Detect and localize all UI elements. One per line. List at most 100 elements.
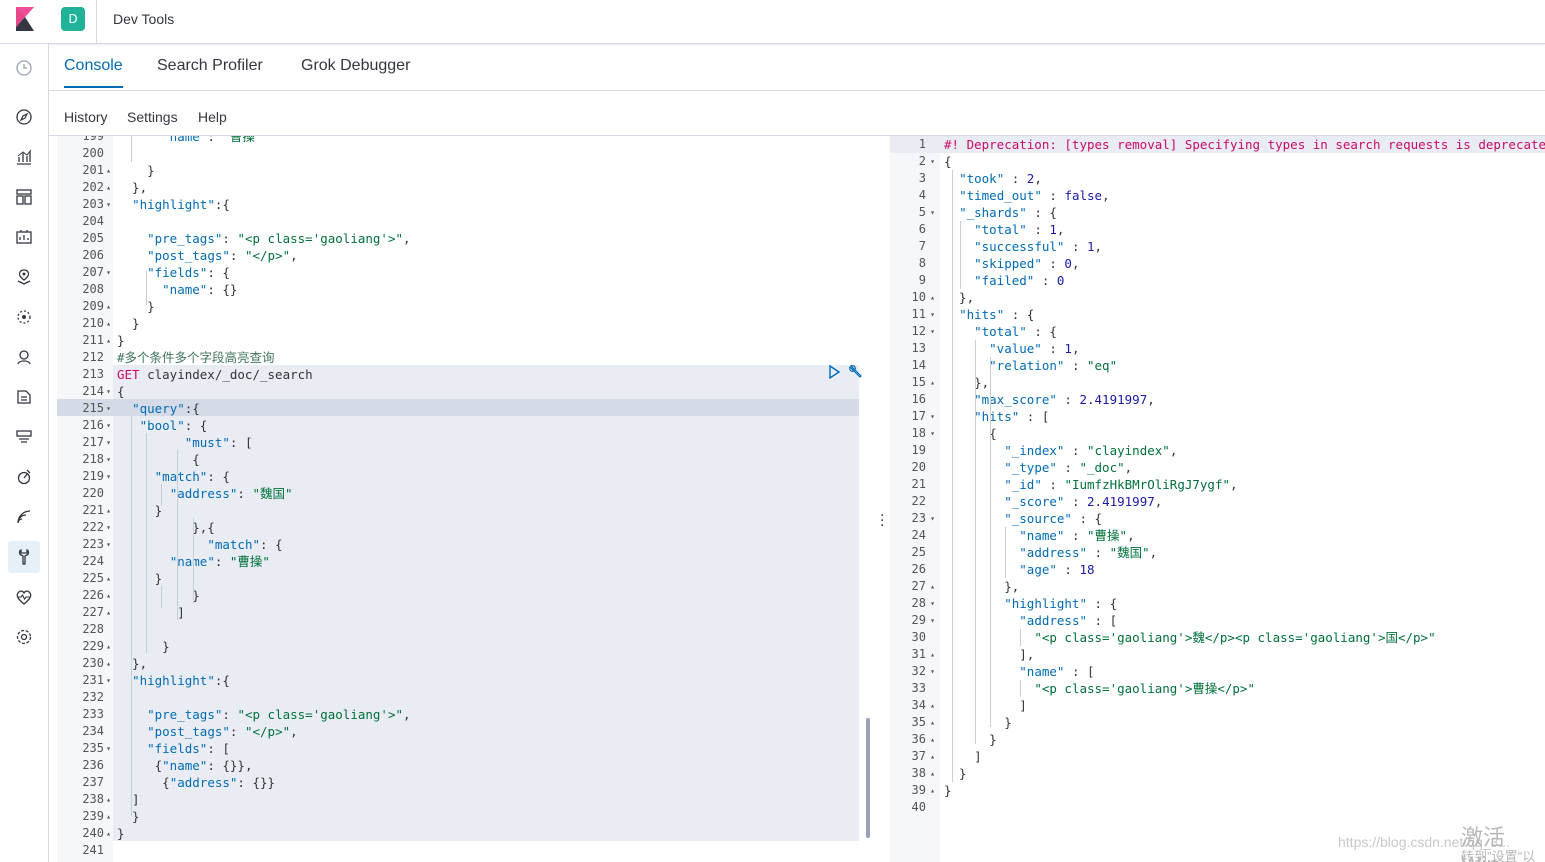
code-token: } (117, 826, 125, 841)
fold-toggle-icon[interactable]: ▴ (930, 582, 935, 591)
fold-toggle-icon[interactable]: ▴ (106, 812, 111, 821)
nav-visualize[interactable] (8, 141, 40, 173)
nav-siem[interactable] (8, 381, 40, 413)
wrench-icon[interactable] (848, 364, 864, 380)
line-text: "must": [ (117, 434, 253, 451)
nav-logs[interactable] (8, 421, 40, 453)
fold-toggle-icon[interactable]: ▴ (106, 608, 111, 617)
response-output[interactable]: 1#! Deprecation: [types removal] Specify… (890, 136, 1545, 862)
nav-canvas[interactable] (8, 221, 40, 253)
fold-toggle-icon[interactable]: ▾ (930, 157, 935, 166)
fold-toggle-icon[interactable]: ▾ (106, 744, 111, 753)
fold-toggle-icon[interactable]: ▾ (930, 429, 935, 438)
fold-toggle-icon[interactable]: ▴ (930, 735, 935, 744)
line-number: 241 (82, 843, 104, 857)
code-token: : { (207, 469, 230, 484)
tab-console[interactable]: Console (64, 57, 123, 88)
nav-maps[interactable] (8, 261, 40, 293)
nav-monitoring[interactable] (8, 581, 40, 613)
fold-toggle-icon[interactable]: ▴ (930, 752, 935, 761)
code-token: : { (260, 537, 283, 552)
fold-toggle-icon[interactable]: ▴ (106, 506, 111, 515)
fold-toggle-icon[interactable]: ▴ (106, 795, 111, 804)
nav-management[interactable] (8, 621, 40, 653)
help-link[interactable]: Help (198, 109, 227, 125)
line-text: ] (944, 748, 982, 765)
fold-toggle-icon[interactable]: ▴ (930, 786, 935, 795)
fold-toggle-icon[interactable]: ▾ (930, 616, 935, 625)
code-line: 241 (57, 842, 875, 859)
space-avatar[interactable]: D (61, 7, 85, 31)
nav-uptime[interactable] (8, 501, 40, 533)
fold-toggle-icon[interactable]: ▾ (930, 599, 935, 608)
fold-toggle-icon[interactable]: ▴ (106, 591, 111, 600)
code-token: , (1147, 392, 1155, 407)
code-line: 238▴ ] (57, 791, 875, 808)
fold-toggle-icon[interactable]: ▴ (930, 293, 935, 302)
fold-toggle-icon[interactable]: ▾ (106, 200, 111, 209)
fold-toggle-icon[interactable]: ▾ (106, 421, 111, 430)
request-scrollbar[interactable] (866, 718, 870, 838)
fold-toggle-icon[interactable]: ▴ (930, 718, 935, 727)
tab-grok-debugger[interactable]: Grok Debugger (301, 57, 411, 74)
fold-toggle-icon[interactable]: ▾ (930, 327, 935, 336)
fold-toggle-icon[interactable]: ▾ (106, 404, 111, 413)
code-token: ] (944, 698, 1027, 713)
fold-toggle-icon[interactable]: ▾ (106, 472, 111, 481)
line-text: "_index" : "clayindex", (944, 442, 1177, 459)
nav-dashboard[interactable] (8, 181, 40, 213)
fold-toggle-icon[interactable]: ▴ (106, 829, 111, 838)
fold-toggle-icon[interactable]: ▾ (106, 268, 111, 277)
fold-toggle-icon[interactable]: ▴ (930, 378, 935, 387)
recently-viewed-button[interactable] (8, 52, 40, 84)
fold-toggle-icon[interactable]: ▾ (930, 412, 935, 421)
code-token (944, 392, 974, 407)
fold-toggle-icon[interactable]: ▴ (930, 769, 935, 778)
nav-graph[interactable] (8, 341, 40, 373)
pane-resizer[interactable] (877, 136, 890, 862)
fold-toggle-icon[interactable]: ▴ (106, 336, 111, 345)
fold-toggle-icon[interactable]: ▾ (106, 540, 111, 549)
history-link[interactable]: History (64, 109, 108, 125)
kibana-logo-icon[interactable] (14, 7, 36, 31)
nav-machine-learning[interactable] (8, 301, 40, 333)
fold-toggle-icon[interactable]: ▴ (106, 319, 111, 328)
nav-discover[interactable] (8, 101, 40, 133)
request-editor[interactable]: 199 "name": "曹操"200 201▴ }202▴ },203▾ "h… (57, 136, 875, 862)
nav-apm[interactable] (8, 461, 40, 493)
code-token: "address" (1019, 545, 1087, 560)
code-token: 18 (1079, 562, 1095, 577)
fold-toggle-icon[interactable]: ▴ (106, 659, 111, 668)
tab-search-profiler[interactable]: Search Profiler (157, 57, 263, 74)
code-line: 221▴ } (57, 502, 875, 519)
code-token: "曹操" (1087, 528, 1128, 543)
indent-guide (193, 518, 194, 603)
code-token: "hits" (974, 409, 1020, 424)
app-title: Dev Tools (113, 11, 175, 27)
fold-toggle-icon[interactable]: ▴ (930, 701, 935, 710)
settings-link[interactable]: Settings (127, 109, 178, 125)
fold-toggle-icon[interactable]: ▾ (106, 455, 111, 464)
fold-toggle-icon[interactable]: ▴ (106, 166, 111, 175)
fold-toggle-icon[interactable]: ▴ (106, 574, 111, 583)
fold-toggle-icon[interactable]: ▾ (930, 208, 935, 217)
fold-toggle-icon[interactable]: ▾ (106, 387, 111, 396)
fold-toggle-icon[interactable]: ▴ (930, 650, 935, 659)
fold-toggle-icon[interactable]: ▴ (106, 302, 111, 311)
fold-toggle-icon[interactable]: ▾ (106, 438, 111, 447)
fold-toggle-icon[interactable]: ▴ (106, 642, 111, 651)
line-text: } (117, 570, 163, 587)
fold-toggle-icon[interactable]: ▾ (930, 667, 935, 676)
fold-toggle-icon[interactable]: ▾ (106, 523, 111, 532)
play-icon[interactable] (826, 364, 842, 380)
line-number: 222 (82, 520, 104, 534)
fold-toggle-icon[interactable]: ▾ (106, 676, 111, 685)
code-line: 226▴ } (57, 587, 875, 604)
drag-handle-icon[interactable]: ··· (880, 508, 885, 534)
fold-toggle-icon[interactable]: ▴ (106, 183, 111, 192)
fold-toggle-icon[interactable]: ▾ (930, 514, 935, 523)
fold-toggle-icon[interactable]: ▾ (930, 310, 935, 319)
nav-dev-tools[interactable] (8, 541, 40, 573)
code-line: 23▾ "_source" : { (890, 510, 1545, 527)
code-token: "_source" (1004, 511, 1072, 526)
